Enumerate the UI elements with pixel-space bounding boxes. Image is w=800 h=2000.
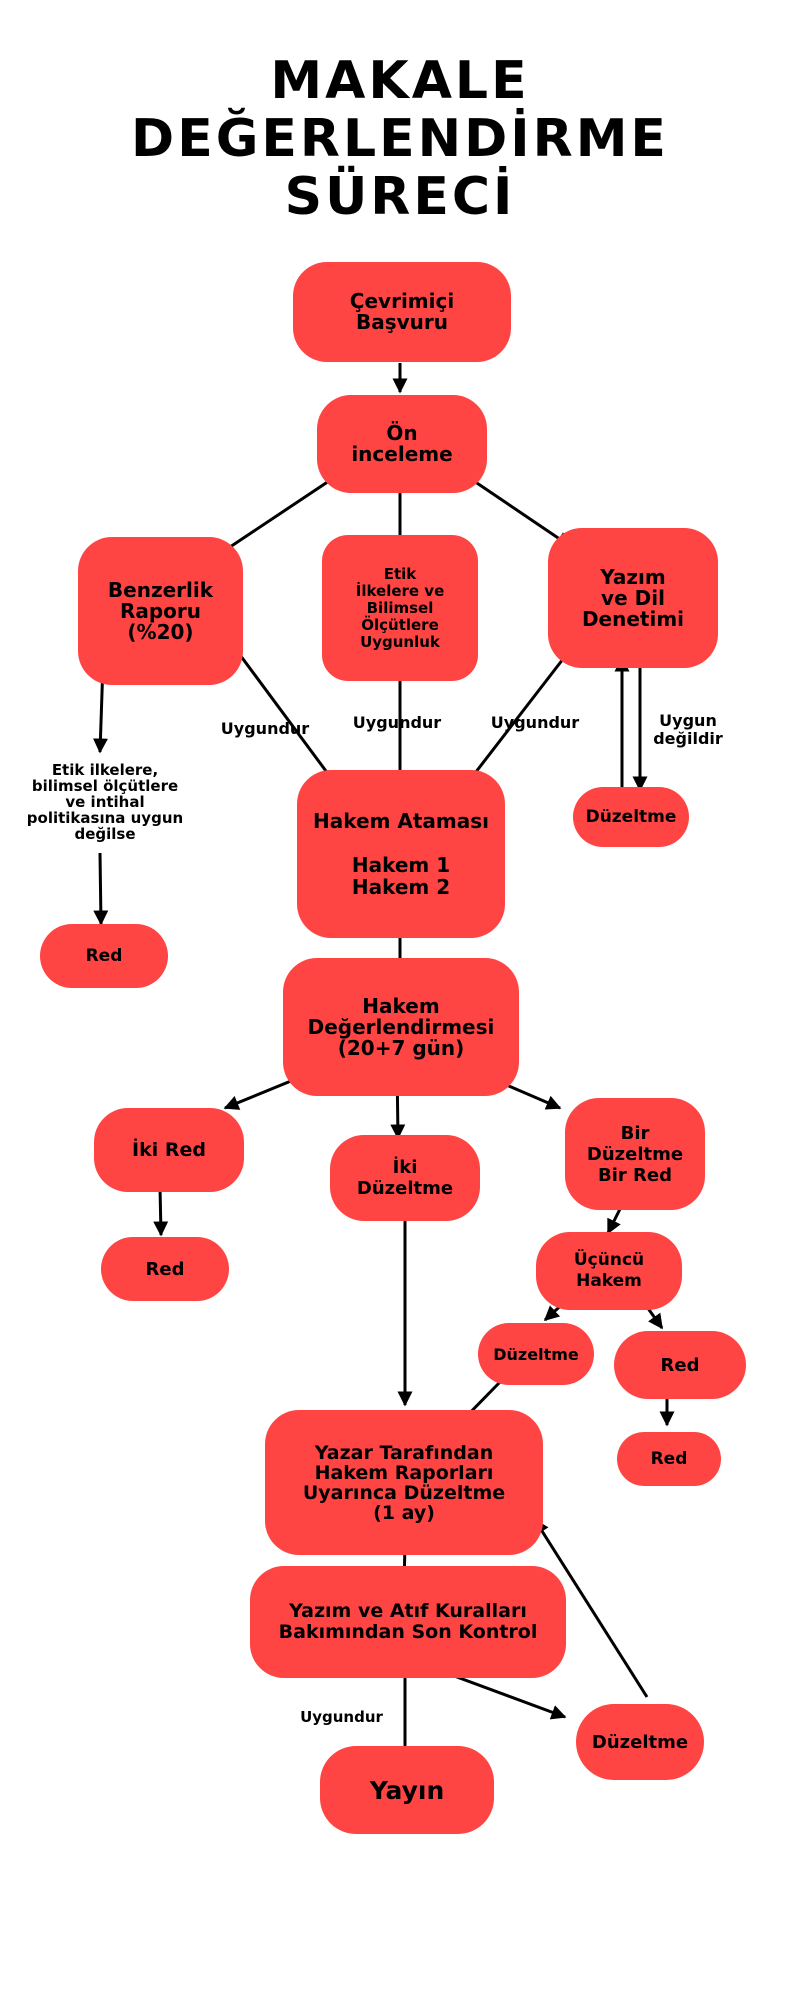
node-on-inceleme: Ön inceleme <box>317 395 487 493</box>
arrow-etik-note-to-red <box>93 852 109 926</box>
label-uygundur-son: Uygundur <box>300 1708 383 1726</box>
node-iki-duzeltme: İki Düzeltme <box>330 1135 480 1221</box>
node-bir-duzeltme-bir-red: Bir Düzeltme Bir Red <box>565 1098 705 1210</box>
arrow-benzerlik-to-hakem-atamasi <box>224 635 342 792</box>
node-red-final: Red <box>617 1432 721 1486</box>
node-benzerlik-raporu: Benzerlik Raporu (%20) <box>78 537 243 685</box>
node-hakem-degerlendirmesi: Hakem Değerlendirmesi (20+7 gün) <box>283 958 519 1096</box>
arrow-on-inceleme-to-yazim <box>467 475 572 548</box>
title-line-3: SÜRECİ <box>284 167 516 227</box>
node-cevrimici-basvuru: Çevrimiçi Başvuru <box>293 262 511 362</box>
arrow-yazim-to-hakem-atamasi <box>460 636 582 792</box>
node-yazim-ve-dil: Yazım ve Dil Denetimi <box>548 528 718 668</box>
node-duzeltme-son: Düzeltme <box>576 1704 704 1780</box>
label-uygundur-3: Uygundur <box>490 713 580 732</box>
node-yayin: Yayın <box>320 1746 494 1834</box>
node-red-iki: Red <box>101 1237 229 1301</box>
page-title: MAKALE DEĞERLENDİRME SÜRECİ <box>0 52 800 226</box>
title-line-2: DEĞERLENDİRME <box>131 109 669 169</box>
arrow-iki-red-to-red <box>153 1186 169 1237</box>
arrow-on-inceleme-to-benzerlik <box>216 475 336 557</box>
title-line-1: MAKALE <box>270 51 530 111</box>
arrow-duzeltme-to-yazar-back <box>533 1518 649 1698</box>
node-duzeltme-ucuncu: Düzeltme <box>478 1323 594 1385</box>
node-etik-ilkeler: Etik İlkelere ve Bilimsel Ölçütlere Uygu… <box>322 535 478 681</box>
node-red-etik: Red <box>40 924 168 988</box>
label-uygundur-1: Uygundur <box>220 719 310 738</box>
node-ucuncu-hakem: Üçüncü Hakem <box>536 1232 682 1310</box>
node-hakem-atamasi: Hakem Ataması Hakem 1 Hakem 2 <box>297 770 505 938</box>
node-duzeltme-dil: Düzeltme <box>573 787 689 847</box>
node-yazar-duzeltme: Yazar Tarafından Hakem Raporları Uyarınc… <box>265 1410 543 1555</box>
label-etik-note: Etik ilkelere, bilimsel ölçütlere ve int… <box>26 761 184 843</box>
label-uygundur-2: Uygundur <box>352 713 442 732</box>
label-uygun-degildir: Uygun değildir <box>653 711 723 748</box>
node-iki-red: İki Red <box>94 1108 244 1192</box>
node-red-ucuncu: Red <box>614 1331 746 1399</box>
node-son-kontrol: Yazım ve Atıf Kuralları Bakımından Son K… <box>250 1566 566 1678</box>
